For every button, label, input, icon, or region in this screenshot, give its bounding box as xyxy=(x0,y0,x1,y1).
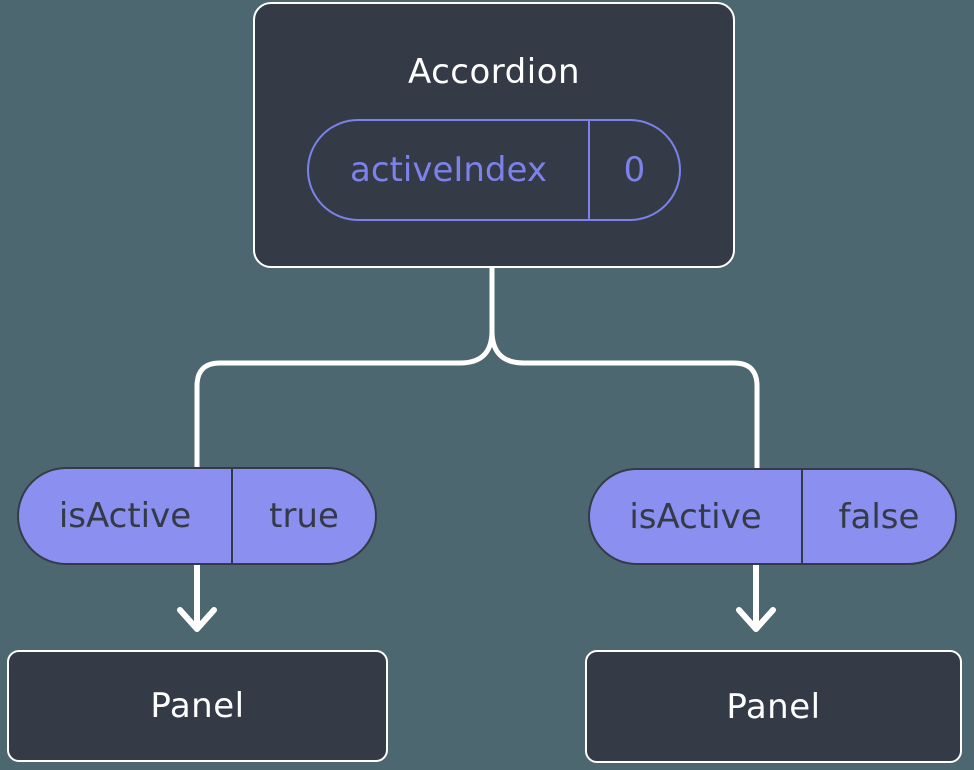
prop-pill-right-value: false xyxy=(801,470,955,563)
prop-pill-left-value: true xyxy=(231,469,375,563)
accordion-node-title: Accordion xyxy=(407,52,581,92)
state-pill: activeIndex 0 xyxy=(307,119,681,221)
prop-pill-right: isActive false xyxy=(588,468,957,565)
prop-pill-left: isActive true xyxy=(17,467,377,565)
prop-pill-left-name: isActive xyxy=(58,496,192,536)
arrow-left xyxy=(177,561,217,632)
prop-pill-right-name: isActive xyxy=(629,496,762,537)
panel-node-left: Panel xyxy=(7,650,388,762)
panel-node-right-title: Panel xyxy=(726,686,821,727)
connector-root-to-right-child xyxy=(489,264,760,470)
panel-node-left-title: Panel xyxy=(150,686,245,726)
accordion-node: Accordion activeIndex 0 xyxy=(253,2,735,268)
connector-root-to-left-child xyxy=(194,264,495,470)
state-pill-value: 0 xyxy=(588,121,679,219)
panel-node-right: Panel xyxy=(585,650,962,763)
state-pill-name: activeIndex xyxy=(350,150,547,190)
arrow-right xyxy=(736,561,776,632)
